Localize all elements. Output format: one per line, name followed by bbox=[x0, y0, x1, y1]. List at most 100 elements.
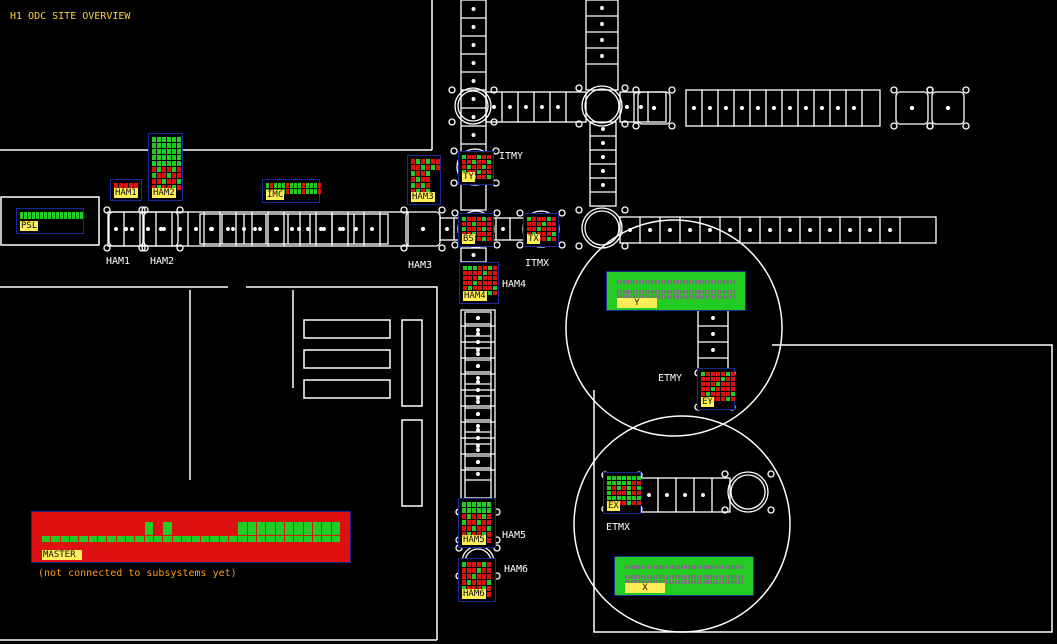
status-cell bbox=[662, 575, 665, 579]
status-cell bbox=[416, 177, 420, 182]
status-cell bbox=[172, 173, 176, 178]
status-cell bbox=[472, 562, 476, 567]
master-panel[interactable]: MASTER bbox=[31, 511, 351, 563]
status-cell bbox=[704, 285, 707, 289]
status-cell bbox=[654, 280, 657, 284]
status-cell bbox=[681, 570, 684, 574]
end-station-panel-y[interactable]: Y bbox=[606, 271, 746, 311]
status-cell bbox=[673, 295, 676, 299]
status-panel-tx[interactable]: TX bbox=[523, 213, 559, 247]
status-cell bbox=[478, 281, 482, 285]
status-cell bbox=[632, 476, 636, 480]
status-panel-ex[interactable]: EX bbox=[603, 472, 641, 514]
status-cell bbox=[710, 290, 714, 294]
status-cell bbox=[656, 565, 659, 569]
status-panel-ty[interactable]: TY bbox=[458, 151, 494, 185]
status-cell bbox=[651, 295, 654, 299]
status-cell bbox=[88, 522, 98, 535]
status-cell bbox=[729, 285, 732, 289]
status-cell bbox=[660, 295, 663, 299]
status-cell bbox=[675, 575, 678, 579]
status-cell bbox=[547, 232, 551, 236]
status-cell bbox=[167, 173, 171, 178]
status-cell bbox=[462, 508, 466, 513]
status-cell bbox=[482, 580, 486, 585]
status-cell bbox=[477, 170, 481, 174]
status-panel-psl[interactable]: PSL bbox=[16, 208, 84, 234]
status-panel-ham6[interactable]: HAM6 bbox=[458, 558, 496, 602]
status-cell bbox=[659, 575, 662, 579]
status-panel-bs[interactable]: BS bbox=[458, 213, 494, 247]
status-cell bbox=[659, 570, 662, 574]
status-cell bbox=[671, 580, 675, 584]
status-cell bbox=[477, 568, 481, 573]
status-panel-ham3[interactable]: HAM3 bbox=[407, 155, 441, 205]
status-cell bbox=[706, 565, 709, 569]
status-cell bbox=[685, 295, 689, 299]
status-cell bbox=[552, 237, 556, 241]
status-cell bbox=[617, 280, 620, 284]
status-cell bbox=[552, 217, 556, 221]
status-cell bbox=[488, 286, 492, 290]
status-cell bbox=[135, 536, 144, 542]
status-panel-ham4[interactable]: HAM4 bbox=[459, 262, 499, 304]
status-cell bbox=[487, 568, 491, 573]
status-panel-ham2[interactable]: HAM2 bbox=[148, 133, 183, 201]
status-cell bbox=[676, 290, 679, 294]
status-cell bbox=[463, 276, 467, 280]
status-cell bbox=[656, 570, 659, 574]
status-cell bbox=[654, 285, 657, 289]
status-cell bbox=[642, 295, 645, 299]
end-station-panel-x[interactable]: X bbox=[614, 556, 754, 596]
status-cell bbox=[632, 496, 636, 500]
status-cell bbox=[635, 280, 638, 284]
status-cell bbox=[200, 522, 210, 535]
status-cell bbox=[700, 570, 703, 574]
status-cell bbox=[653, 565, 656, 569]
status-cell bbox=[617, 295, 620, 299]
status-cell bbox=[467, 574, 471, 579]
status-cell bbox=[737, 570, 740, 574]
status-cell bbox=[693, 565, 697, 569]
status-cell bbox=[653, 580, 656, 584]
badge-ham1: HAM1 bbox=[114, 188, 138, 198]
status-cell bbox=[726, 290, 729, 294]
status-cell bbox=[473, 266, 477, 270]
status-cell bbox=[135, 522, 144, 535]
status-panel-imc[interactable]: IMC bbox=[262, 179, 321, 203]
status-cell bbox=[668, 575, 671, 579]
status-panel-ham5[interactable]: HAM5 bbox=[458, 498, 496, 548]
status-cell bbox=[634, 575, 637, 579]
status-cell bbox=[648, 295, 651, 299]
status-panel-ey[interactable]: EY bbox=[697, 368, 735, 410]
status-cell bbox=[637, 491, 641, 495]
status-cell bbox=[467, 160, 471, 164]
status-cell bbox=[728, 570, 731, 574]
status-cell bbox=[704, 290, 707, 294]
status-cell bbox=[177, 143, 181, 148]
status-cell bbox=[473, 271, 477, 275]
status-cell bbox=[477, 232, 481, 236]
status-cell bbox=[737, 575, 740, 579]
status-cell bbox=[684, 570, 687, 574]
status-cell bbox=[716, 387, 720, 391]
badge-y: Y bbox=[617, 298, 657, 308]
status-panel-ham1[interactable]: HAM1 bbox=[110, 179, 142, 201]
status-cell bbox=[477, 237, 481, 241]
status-cell bbox=[472, 502, 476, 507]
status-cell bbox=[167, 185, 171, 190]
status-cell bbox=[607, 476, 611, 480]
status-cell bbox=[488, 291, 492, 295]
status-cell bbox=[718, 565, 722, 569]
input-arm-tube bbox=[107, 211, 409, 247]
status-cell bbox=[714, 295, 717, 299]
status-cell bbox=[638, 290, 642, 294]
status-cell bbox=[172, 149, 176, 154]
status-cell bbox=[303, 536, 312, 542]
status-cell bbox=[687, 570, 690, 574]
status-cell bbox=[482, 165, 486, 169]
status-cell bbox=[657, 285, 660, 289]
status-cell bbox=[679, 295, 682, 299]
status-cell bbox=[657, 280, 660, 284]
status-cell bbox=[700, 575, 703, 579]
